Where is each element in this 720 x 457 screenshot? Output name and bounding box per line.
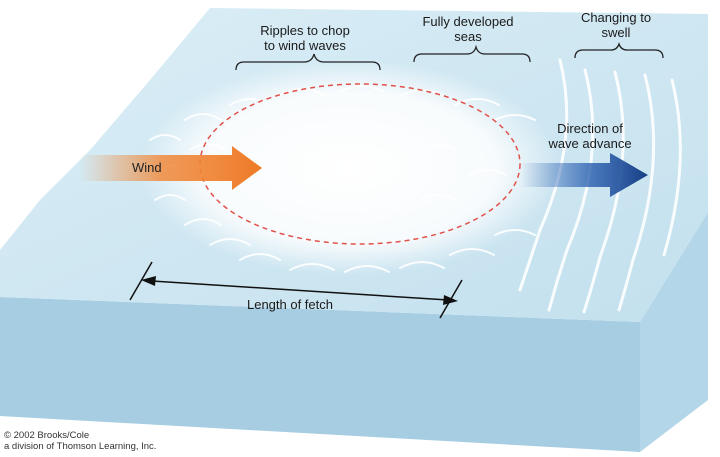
wind-arrow xyxy=(80,146,262,190)
wave-advance-arrow xyxy=(520,153,648,197)
label-swell-line1: Changing to xyxy=(580,10,652,25)
label-swell-line2: swell xyxy=(601,25,631,40)
sea-side-face xyxy=(640,212,708,452)
label-direction-of-wave-advance: Direction of wave advance xyxy=(530,121,650,151)
swell-crests xyxy=(518,58,682,314)
label-length-of-fetch: Length of fetch xyxy=(246,297,333,312)
credit-line2: a division of Thomson Learning, Inc. xyxy=(4,441,157,452)
copyright-credit: © 2002 Brooks/Cole a division of Thomson… xyxy=(4,430,156,452)
label-direction-line1: Direction of xyxy=(557,121,623,136)
label-fully-line1: Fully developed xyxy=(422,14,514,29)
label-changing-to-swell: Changing to swell xyxy=(566,10,666,40)
label-fully-line2: seas xyxy=(454,29,482,44)
sea-front-face xyxy=(0,297,640,452)
swell-bracket xyxy=(574,41,664,59)
label-ripples-line1: Ripples to chop xyxy=(260,23,350,38)
label-wind: Wind xyxy=(132,160,162,175)
label-fully-developed-seas: Fully developed seas xyxy=(408,14,528,44)
label-direction-line2: wave advance xyxy=(548,136,632,151)
credit-line1: © 2002 Brooks/Cole xyxy=(4,430,90,441)
ripples-bracket xyxy=(235,53,381,71)
wave-field-glow xyxy=(140,60,560,276)
fetch-length-dimension xyxy=(129,261,463,319)
fully-developed-bracket xyxy=(413,44,531,63)
label-ripples-to-wind-waves: Ripples to chop to wind waves xyxy=(240,23,370,53)
label-ripples-line2: to wind waves xyxy=(264,38,346,53)
